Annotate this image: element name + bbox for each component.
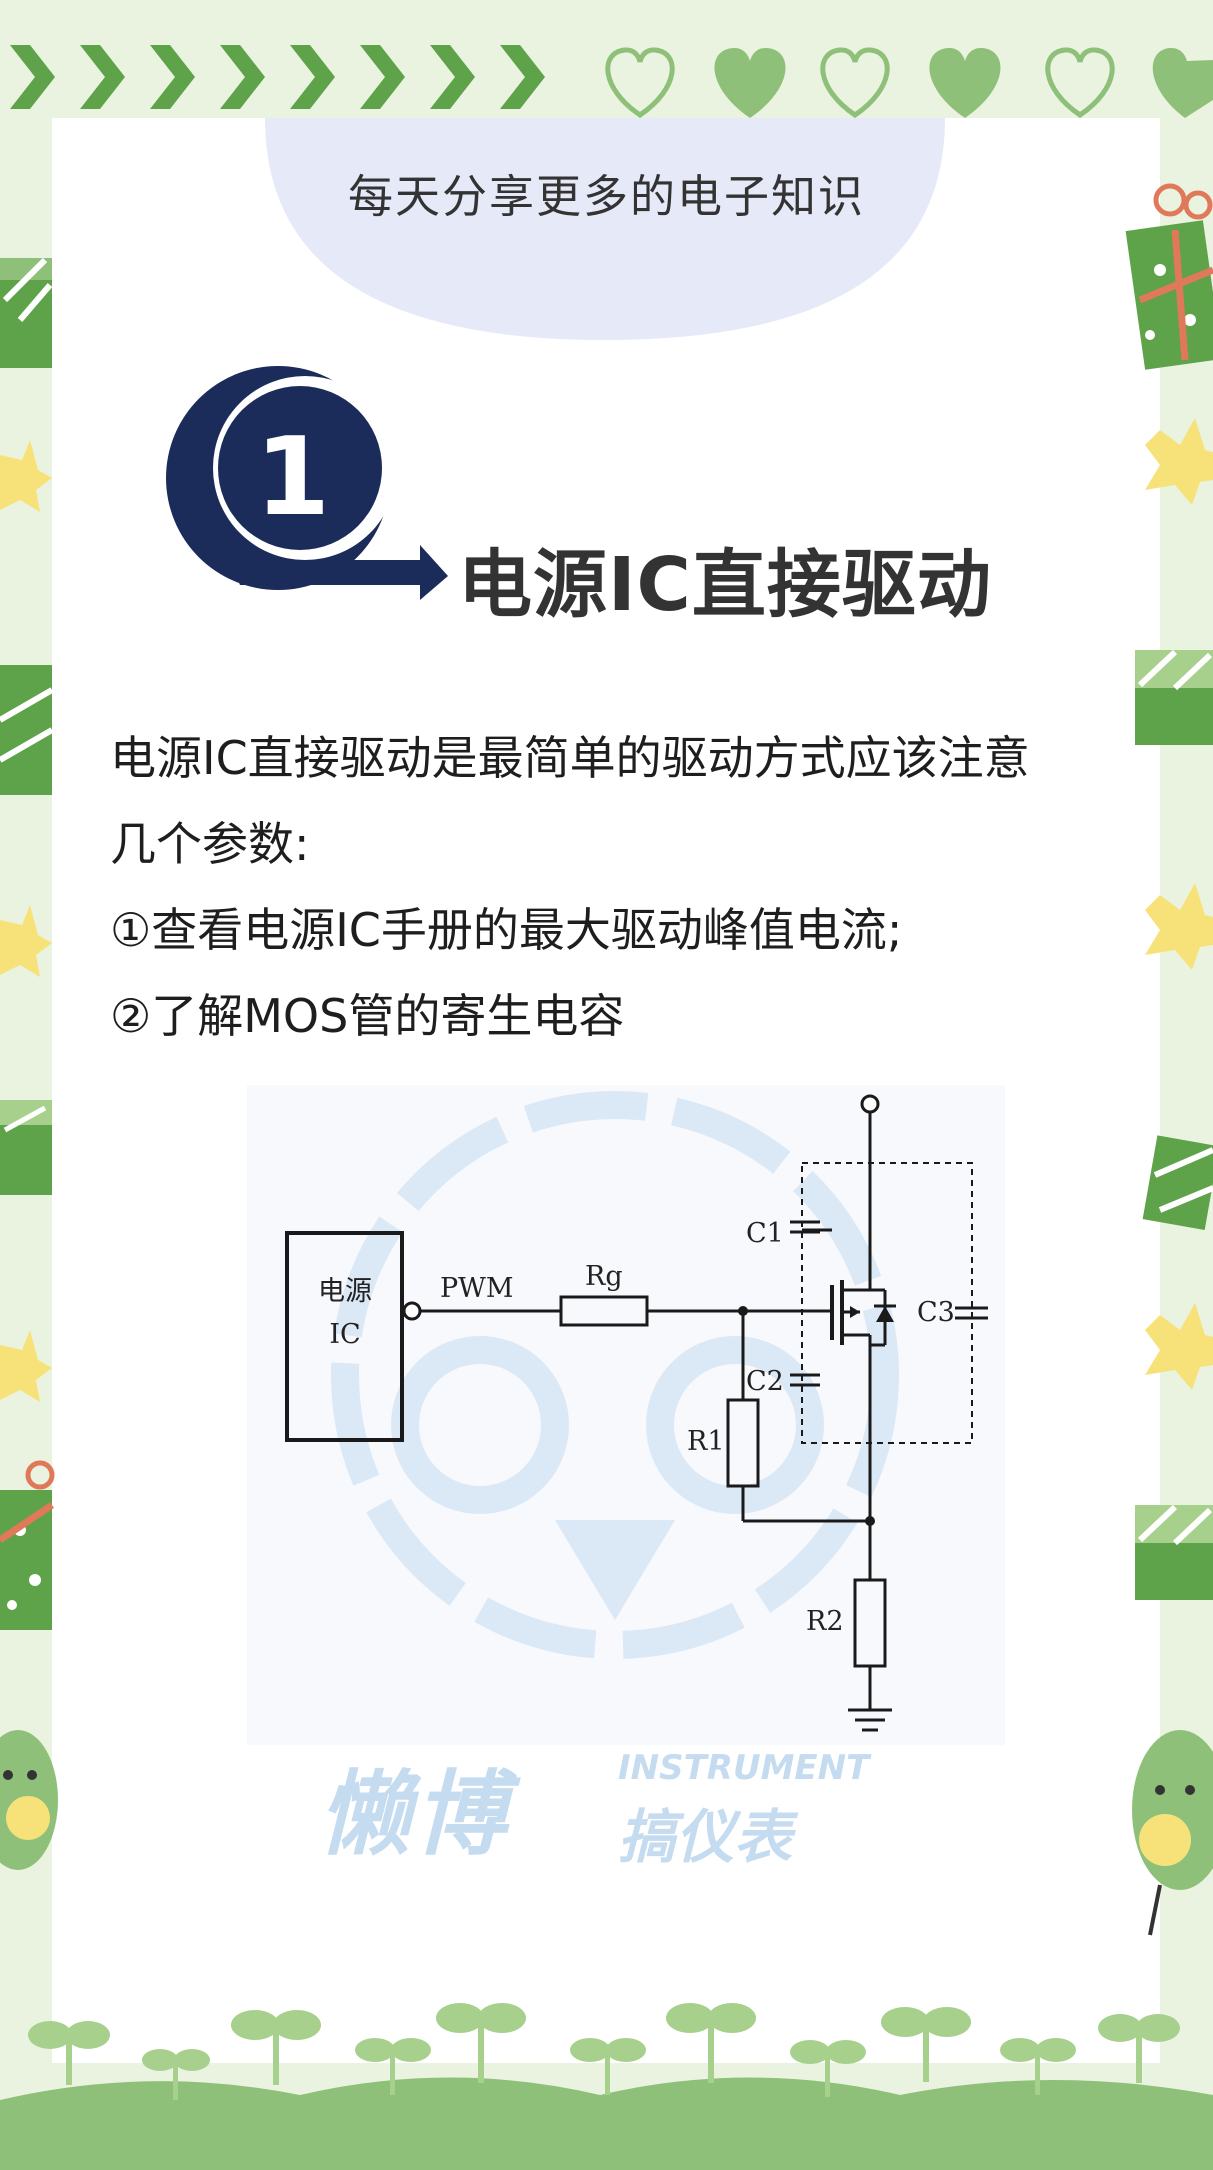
body-text-line: 电源IC直接驱动是最简单的驱动方式应该注意 bbox=[110, 731, 1030, 785]
r1-label: R1 bbox=[687, 1426, 725, 1457]
chevron-right-icon bbox=[430, 45, 475, 109]
bean-character-icon bbox=[1132, 1730, 1213, 1936]
heart-outline-icon bbox=[1045, 47, 1115, 119]
gift-icon bbox=[0, 257, 53, 368]
watermark-chinese: 懒博 bbox=[318, 1761, 511, 1868]
ic-label-line1: 电源 bbox=[318, 1276, 372, 1307]
body-text-line: 几个参数: bbox=[110, 817, 310, 871]
sprout-icon bbox=[666, 2003, 756, 2083]
gift-icon bbox=[1135, 649, 1213, 745]
junction-dot bbox=[865, 1516, 875, 1526]
chevron-row bbox=[10, 45, 545, 109]
star-icon bbox=[1145, 1303, 1213, 1390]
r2-label: R2 bbox=[806, 1606, 844, 1637]
sprout-icon bbox=[231, 2010, 321, 2085]
chevron-right-icon bbox=[150, 45, 195, 109]
circuit-wires bbox=[285, 1094, 988, 1732]
body-text-line: ①查看电源IC手册的最大驱动峰值电流; bbox=[110, 903, 903, 957]
gift-icon bbox=[0, 665, 54, 795]
sprout-icon bbox=[142, 2049, 210, 2100]
chevron-right-icon bbox=[10, 45, 55, 109]
parasitic-box bbox=[801, 1162, 973, 1444]
logo-triangle bbox=[555, 1520, 675, 1620]
sprout-icon bbox=[790, 2040, 866, 2097]
bottom-decorations bbox=[0, 2003, 1213, 2170]
chevron-right-icon bbox=[80, 45, 125, 109]
heart-row bbox=[605, 47, 1213, 119]
sprout-icon bbox=[1000, 2038, 1076, 2095]
section-badge bbox=[166, 366, 448, 600]
mosfet-arrow bbox=[850, 1306, 860, 1318]
body-diode bbox=[876, 1306, 894, 1322]
star-icon bbox=[0, 1330, 52, 1402]
arrow-right-icon bbox=[230, 545, 448, 600]
heart-filled-icon bbox=[714, 47, 786, 119]
right-decorations bbox=[1125, 183, 1213, 1936]
gift-icon bbox=[0, 1460, 55, 1630]
chevron-right-icon bbox=[500, 45, 545, 109]
star-icon bbox=[1145, 883, 1213, 970]
sprout-icon bbox=[28, 2021, 110, 2085]
bean-character-icon bbox=[0, 1730, 58, 1870]
logo-watermark bbox=[331, 1091, 899, 1659]
ic-block bbox=[285, 1231, 404, 1442]
section-title: 电源IC直接驱动 bbox=[458, 542, 992, 628]
c1-label: C1 bbox=[746, 1218, 784, 1249]
chevron-right-icon bbox=[290, 45, 335, 109]
star-icon bbox=[1145, 418, 1213, 505]
chevron-right-icon bbox=[360, 45, 405, 109]
ic-output-pin bbox=[402, 1301, 422, 1321]
gift-icon bbox=[0, 1100, 52, 1195]
body-text-line: ②了解MOS管的寄生电容 bbox=[110, 989, 625, 1043]
sprout-row bbox=[28, 2003, 1180, 2100]
junction-dot bbox=[738, 1306, 748, 1316]
gift-icon bbox=[1125, 183, 1213, 370]
header-arc bbox=[265, 118, 945, 340]
sprout-icon bbox=[1098, 2014, 1180, 2083]
c2-label: C2 bbox=[746, 1366, 784, 1397]
heart-filled-icon bbox=[1152, 47, 1213, 119]
watermark-english: INSTRUMENT bbox=[618, 1748, 870, 1788]
drain-terminal bbox=[860, 1094, 880, 1114]
ground bbox=[0, 2077, 1213, 2170]
header-title: 每天分享更多的电子知识 bbox=[347, 170, 865, 223]
sprout-icon bbox=[355, 2038, 431, 2095]
star-icon bbox=[0, 440, 52, 512]
pwm-label: PWM bbox=[440, 1273, 514, 1304]
rg-label: Rg bbox=[585, 1261, 623, 1292]
sprout-icon bbox=[436, 2003, 526, 2083]
c3-label: C3 bbox=[917, 1297, 955, 1328]
gift-icon bbox=[1135, 1504, 1213, 1600]
watermark-chinese-2: 搞仪表 bbox=[618, 1803, 793, 1871]
ic-label-line2: IC bbox=[329, 1319, 360, 1350]
heart-outline-icon bbox=[820, 47, 890, 119]
section-number: 1 bbox=[255, 415, 331, 540]
left-decorations bbox=[0, 257, 58, 1870]
chevron-right-icon bbox=[220, 45, 265, 109]
star-icon bbox=[0, 905, 52, 977]
sprout-icon bbox=[570, 2038, 646, 2095]
sprout-icon bbox=[881, 2007, 971, 2082]
heart-filled-icon bbox=[929, 47, 1001, 119]
gift-icon bbox=[1142, 1135, 1213, 1231]
heart-outline-icon bbox=[605, 47, 675, 119]
